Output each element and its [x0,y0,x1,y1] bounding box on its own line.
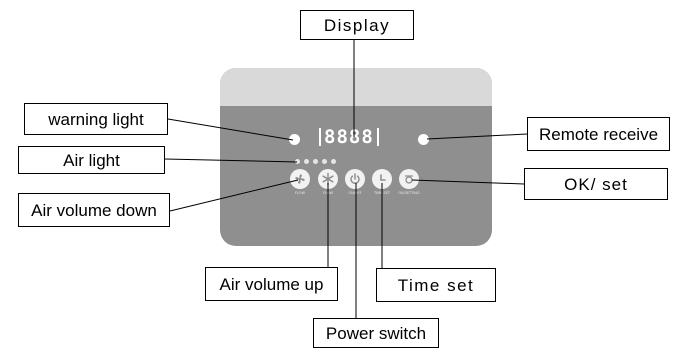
power-icon [350,173,360,184]
power-button[interactable] [345,169,365,189]
air-light-4 [322,159,327,164]
label-warning-light: warning light [24,103,168,135]
digit-display: 8888 [316,126,382,148]
label-remote-receive: Remote receive [527,117,670,151]
button-caption-power: ON/OFF [348,191,362,195]
display-bar-left [319,128,321,146]
warning-light [289,134,300,145]
label-ok-set: OK/ set [524,168,668,200]
button-caption-ok-setting: OK/SETTING [398,191,420,195]
air-light-3 [313,159,318,164]
time-set-button[interactable] [372,169,392,189]
clock-icon [380,174,386,181]
label-power-switch: Power switch [313,318,439,348]
button-caption-flow-up: FLOW [322,191,334,195]
control-panel [220,68,492,246]
air-volume-up-button[interactable] [318,169,338,189]
fan-icon [295,174,305,184]
display-digits: 8888 [324,126,374,148]
label-display: Display [300,10,414,40]
panel-top-strip [220,68,492,106]
air-light-1 [295,159,300,164]
air-volume-down-button[interactable] [290,169,310,189]
air-light-5 [331,159,336,164]
label-air-volume-down: Air volume down [18,193,170,227]
settings-icon [405,175,413,184]
button-caption-flow-down: FLOW [294,191,306,195]
snowflake-icon [322,172,334,186]
label-time-set: Time set [376,268,496,302]
label-air-light: Air light [18,146,165,174]
button-caption-time-set: TIME SET [373,191,391,195]
ok-set-button[interactable] [399,169,419,189]
air-light-2 [304,159,309,164]
display-bar-right [376,128,379,146]
remote-receiver [418,134,429,145]
label-air-volume-up: Air volume up [205,267,338,301]
